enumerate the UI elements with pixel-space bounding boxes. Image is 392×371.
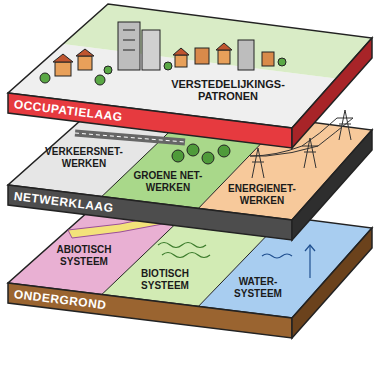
trees-illustration: [172, 144, 230, 164]
illustration-shape: [55, 62, 71, 76]
illustration-shape: [75, 133, 185, 142]
illustration-shape: [302, 138, 318, 168]
buildings-illustration: [40, 22, 286, 85]
illustration-shape: [95, 75, 105, 85]
illustration-shape: [53, 54, 73, 62]
illustration-shape: [123, 50, 135, 51]
illustration-shape: [250, 148, 266, 178]
vegetation-waves: [158, 243, 210, 258]
illustration-shape: [75, 133, 185, 142]
illustration-shape: [238, 40, 254, 70]
region-label: VERSTEDELIJKINGS- PATRONEN: [153, 78, 303, 102]
illustration-shape: [78, 56, 92, 70]
illustration-shape: [162, 253, 210, 258]
illustration-shape: [187, 144, 199, 156]
illustration-shape: [40, 73, 50, 83]
illustration-shape: [218, 50, 230, 64]
layer-region: ENERGIENET- WERKEN: [214, 181, 310, 209]
illustration-shape: [173, 48, 189, 55]
layer-region: WATER- SYSTEEM: [220, 274, 296, 302]
region-label: VERKEERSNET- WERKEN: [34, 146, 134, 170]
illustration-shape: [158, 243, 206, 248]
illustration-shape: [216, 43, 232, 50]
illustration-shape: [218, 145, 230, 157]
road-illustration: [75, 133, 185, 142]
illustration-shape: [142, 30, 160, 70]
illustration-shape: [292, 228, 372, 338]
illustration-shape: [76, 49, 94, 56]
region-label: BIOTISCH SYSTEEM: [126, 268, 204, 292]
illustration-shape: [309, 245, 310, 278]
illustration-shape: [63, 4, 372, 79]
layer-region: VERKEERSNET- WERKEN: [32, 144, 136, 172]
illustration-shape: [305, 245, 315, 251]
illustration-shape: [123, 40, 135, 41]
illustration-shape: [195, 48, 209, 64]
soil-stripe: [68, 215, 168, 238]
water-symbols: [262, 245, 315, 278]
illustration-shape: [164, 62, 172, 70]
illustration-shape: [278, 58, 286, 66]
illustration-shape: [250, 118, 353, 156]
layer-region: GROENE NET- WERKEN: [120, 168, 216, 196]
layer-region: VERSTEDELIJKINGS- PATRONEN: [151, 76, 305, 104]
region-label: GROENE NET- WERKEN: [122, 170, 214, 194]
pylons-illustration: [250, 110, 353, 178]
illustration-shape: [262, 52, 274, 66]
region-label: WATER- SYSTEEM: [222, 276, 294, 300]
illustration-shape: [123, 30, 135, 31]
layer-region: ABIOTISCH SYSTEEM: [40, 242, 129, 270]
region-label: ENERGIENET- WERKEN: [216, 183, 308, 207]
illustration-shape: [175, 55, 187, 67]
illustration-shape: [118, 22, 140, 70]
illustration-shape: [172, 150, 184, 162]
layer-region: BIOTISCH SYSTEEM: [124, 266, 206, 294]
illustration-shape: [104, 66, 112, 74]
region-label: ABIOTISCH SYSTEEM: [42, 244, 127, 268]
illustration-shape: [262, 254, 292, 258]
illustration-shape: [202, 152, 214, 164]
